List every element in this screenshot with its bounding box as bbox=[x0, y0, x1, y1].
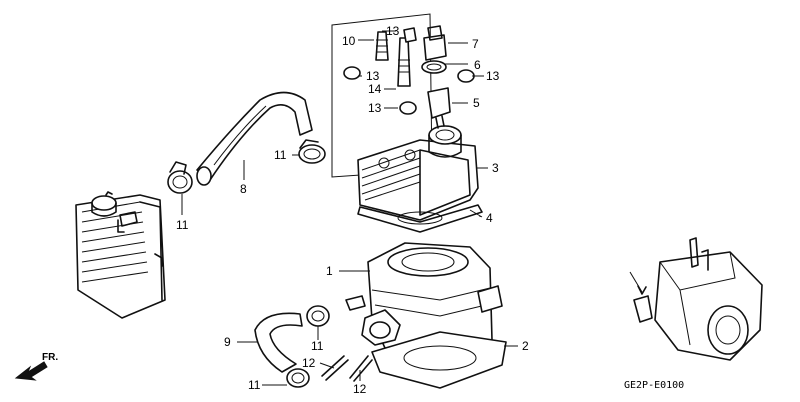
leader-lines bbox=[181, 30, 518, 386]
o-ring-6 bbox=[421, 60, 447, 74]
callout-11-clamp-lower-bottom: 11 bbox=[248, 378, 261, 392]
callout-6: 6 bbox=[474, 58, 481, 72]
callout-11-clamp-upper-left: 11 bbox=[176, 218, 189, 232]
callout-1: 1 bbox=[326, 264, 333, 278]
radiator bbox=[75, 191, 166, 319]
engine-reference-sketch bbox=[629, 237, 763, 361]
callout-11-clamp-lower-upper: 11 bbox=[311, 339, 324, 353]
base-gasket bbox=[371, 331, 507, 389]
callout-2: 2 bbox=[522, 339, 529, 353]
callout-13-right: 13 bbox=[486, 69, 500, 83]
cap-nut-13-left bbox=[343, 66, 361, 80]
cap-nut-13-right bbox=[457, 69, 475, 83]
cylinder-head bbox=[357, 125, 479, 221]
callout-10: 10 bbox=[342, 34, 356, 48]
callout-14: 14 bbox=[368, 82, 382, 96]
head-gasket bbox=[357, 204, 483, 233]
front-direction-arrow bbox=[14, 361, 48, 381]
lower-water-hose bbox=[254, 312, 303, 373]
front-label: FR. bbox=[42, 352, 58, 363]
hose-clamp-lower-bottom bbox=[286, 368, 310, 388]
callout-8: 8 bbox=[240, 182, 247, 196]
callout-12-left: 12 bbox=[302, 356, 316, 370]
thermo-unit-7 bbox=[423, 25, 447, 61]
thermostat-5 bbox=[427, 87, 451, 129]
callout-4: 4 bbox=[486, 211, 493, 225]
callout-3: 3 bbox=[492, 161, 499, 175]
cap-nut-13-lower bbox=[399, 101, 417, 115]
callout-9: 9 bbox=[224, 335, 231, 349]
callout-13-lower: 13 bbox=[368, 101, 382, 115]
hose-clamp-upper-right bbox=[298, 139, 326, 164]
stud-bolt-right bbox=[349, 355, 373, 382]
stud-bolt-left bbox=[321, 355, 349, 381]
callout-7: 7 bbox=[472, 37, 479, 51]
spark-plug-14 bbox=[397, 37, 411, 87]
callout-13-left: 13 bbox=[366, 69, 380, 83]
hose-clamp-upper-left bbox=[167, 161, 193, 194]
cap-nut-13-top bbox=[403, 27, 417, 43]
callout-13-top: 13 bbox=[386, 24, 400, 38]
callout-11-clamp-upper-right: 11 bbox=[274, 148, 287, 162]
spark-plug-10 bbox=[375, 31, 389, 61]
diagram-code: GE2P-E0100 bbox=[624, 380, 684, 391]
hose-clamp-lower-upper bbox=[306, 305, 330, 327]
callout-5: 5 bbox=[473, 96, 480, 110]
callout-12-right: 12 bbox=[353, 382, 367, 396]
upper-radiator-hose bbox=[196, 91, 313, 186]
